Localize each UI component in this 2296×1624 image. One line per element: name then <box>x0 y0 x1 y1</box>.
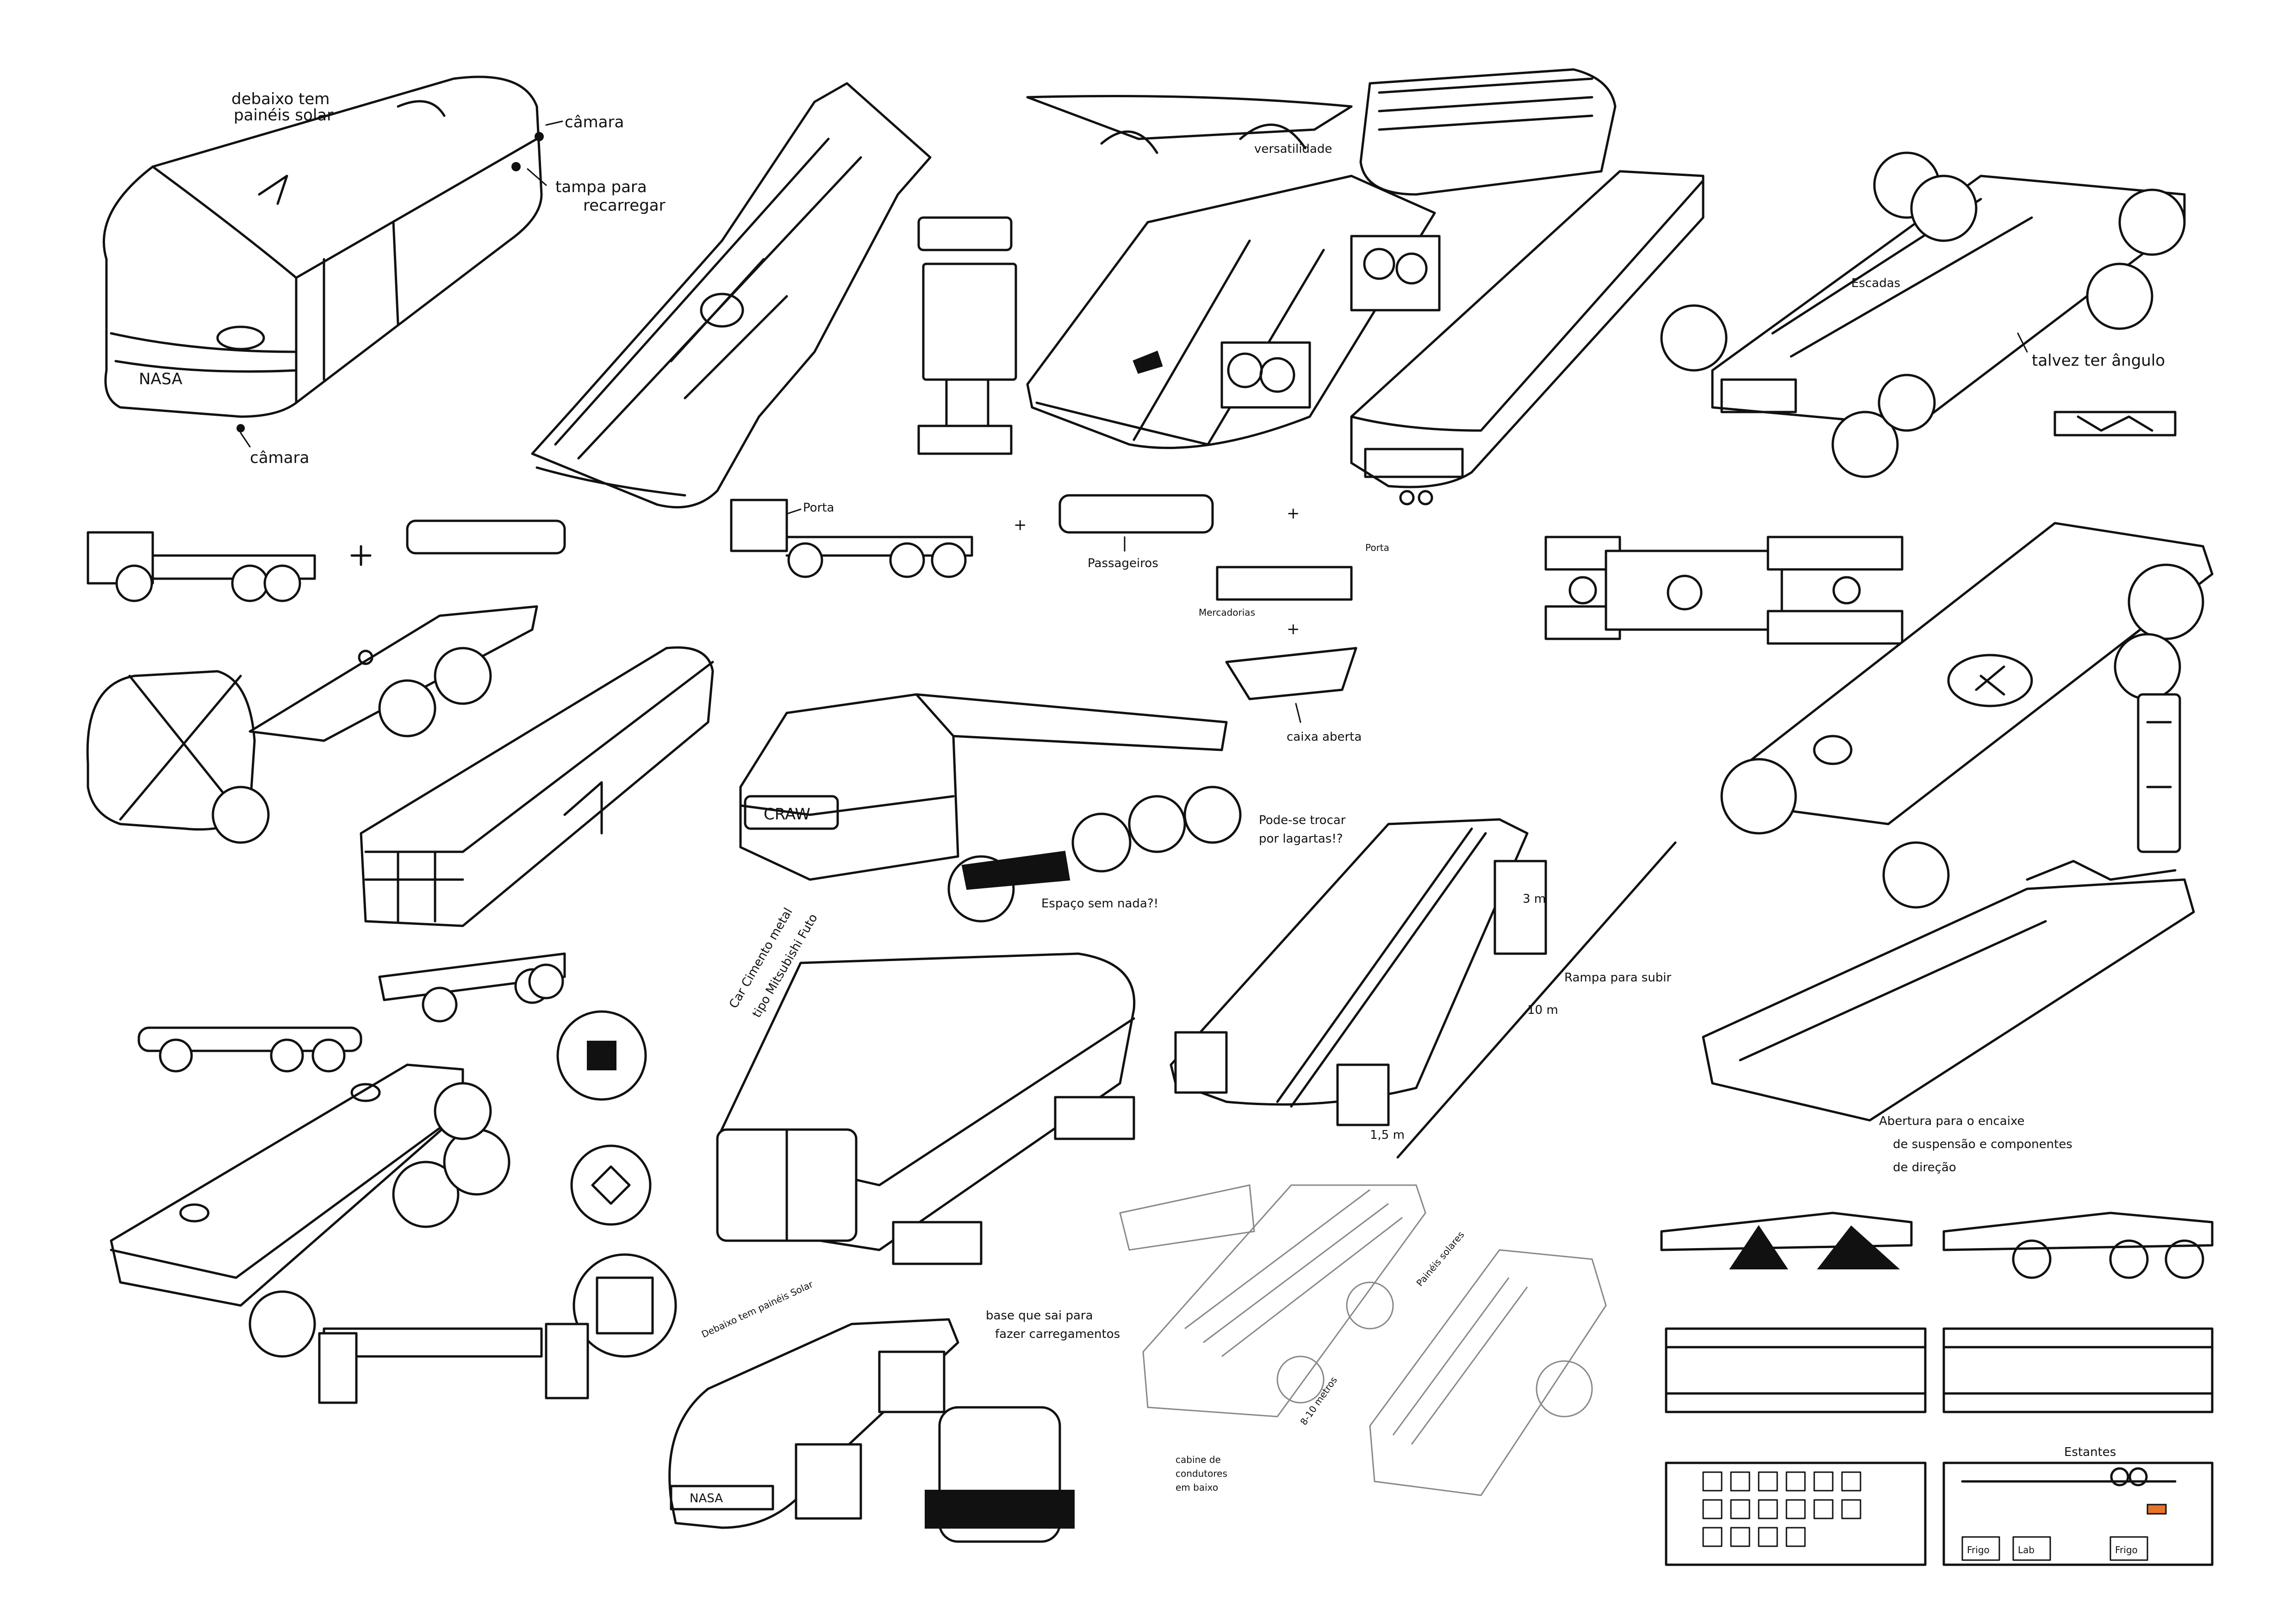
craw-grille-label: CRAW <box>764 805 810 824</box>
truck-side-sketch <box>87 519 566 602</box>
axle-sketch <box>917 216 1017 455</box>
container-box-sketch <box>360 646 714 927</box>
annotation-tampa: tampa para <box>555 178 647 196</box>
annotation-espaco: Espaço sem nada?! <box>1041 897 1158 911</box>
annotation-dim-10m: 10 m <box>1527 1003 1558 1017</box>
plus-sign-2: + <box>1287 504 1300 523</box>
modules-sketch: Passageiros + Porta Mercadorias + caixa … <box>1058 494 1389 744</box>
tracked-vehicle-sketch: versatilidade <box>1026 95 1441 449</box>
annotation-talvez: talvez ter ângulo <box>2032 351 2165 370</box>
craw-truck-sketch: CRAW Pode-se trocar por lagartas!? Espaç… <box>739 693 1346 923</box>
nasa-front-label: NASA <box>139 370 182 388</box>
annotation-pode-trocar: Pode-se trocar <box>1259 813 1346 827</box>
buggy-frame-sketch <box>137 952 566 1073</box>
annotation-rampa: Rampa para subir <box>1564 971 1672 985</box>
nasa-plate-2: NASA <box>690 1492 723 1505</box>
frigo-label-2: Frigo <box>2115 1544 2138 1555</box>
plus-sign-3: + <box>1287 620 1300 638</box>
camper-van-sketch: NASA debaixo tem painéis solar câmara ta… <box>102 75 666 467</box>
annotation-caixa-aberta: caixa aberta <box>1287 730 1362 744</box>
annotation-abertura-3: de direção <box>1893 1161 1956 1174</box>
annotation-estantes: Estantes <box>2064 1445 2116 1459</box>
annotation-cabine-1: cabine de <box>1176 1454 1221 1465</box>
annotation-dim-15m: 1,5 m <box>1370 1128 1405 1142</box>
annotation-abertura-1: Abertura para o encaixe <box>1879 1114 2025 1128</box>
annotation-paineis: painéis solar <box>234 106 333 125</box>
annotation-abertura-2: de suspensão e componentes <box>1893 1137 2072 1151</box>
chassis-sketch <box>531 82 932 509</box>
flatbed-porta-sketch: Porta + <box>730 499 1027 578</box>
annotation-camara-top: câmara <box>565 113 624 131</box>
chassis-top-sketch <box>1544 536 1904 645</box>
annotation-escadas: Escadas <box>1851 276 1900 290</box>
annotation-base-2: fazer carregamentos <box>995 1327 1120 1341</box>
annotation-mercadorias: Mercadorias <box>1199 607 1255 618</box>
block-top-sketch <box>1359 68 1617 196</box>
wheel-hub-sketches <box>556 1010 677 1358</box>
nasa-plate-3: NASA <box>967 1499 1011 1518</box>
annotation-recarregar: recarregar <box>583 196 666 215</box>
floor-plan-sketches: Estantes Frigo Lab Frigo <box>1660 1212 2214 1566</box>
rover-sketch: Escadas talvez ter ângulo <box>1660 151 2186 478</box>
annotation-por-lagartas: por lagartas!? <box>1259 832 1343 846</box>
plus-sign: + <box>1014 516 1027 534</box>
annotation-dim-3m: 3 m <box>1523 892 1546 906</box>
bus-block-sketch <box>1350 170 1705 506</box>
annotation-camara-bottom: câmara <box>250 449 309 467</box>
annotation-passageiros: Passageiros <box>1088 556 1158 570</box>
frigo-label-1: Frigo <box>1967 1544 1990 1555</box>
buggy-cage-sketch <box>86 605 538 844</box>
tracked-camper-sketch: NASA NASA Debaixo tem painéis Solar base… <box>668 1278 1120 1543</box>
annotation-base-1: base que sai para <box>986 1309 1093 1323</box>
ramp-vehicle-sketch: Rampa para subir 3 m 10 m 1,5 m <box>1170 818 1677 1159</box>
lab-label: Lab <box>2018 1544 2035 1555</box>
annotation-cabine-2: condutores <box>1176 1468 1227 1479</box>
solar-rover-sketch <box>110 1063 589 1404</box>
platform-opening-sketch: Abertura para o encaixe de suspensão e c… <box>1702 860 2195 1174</box>
annotation-porta-2: Porta <box>1365 542 1389 553</box>
annotation-cabine-3: em baixo <box>1176 1482 1218 1493</box>
annotation-porta-1: Porta <box>803 501 834 515</box>
annotation-versatilidade: versatilidade <box>1254 142 1332 156</box>
annotation-debaixo: debaixo tem <box>231 90 330 108</box>
rover-hatch-sketch <box>1720 522 2214 909</box>
